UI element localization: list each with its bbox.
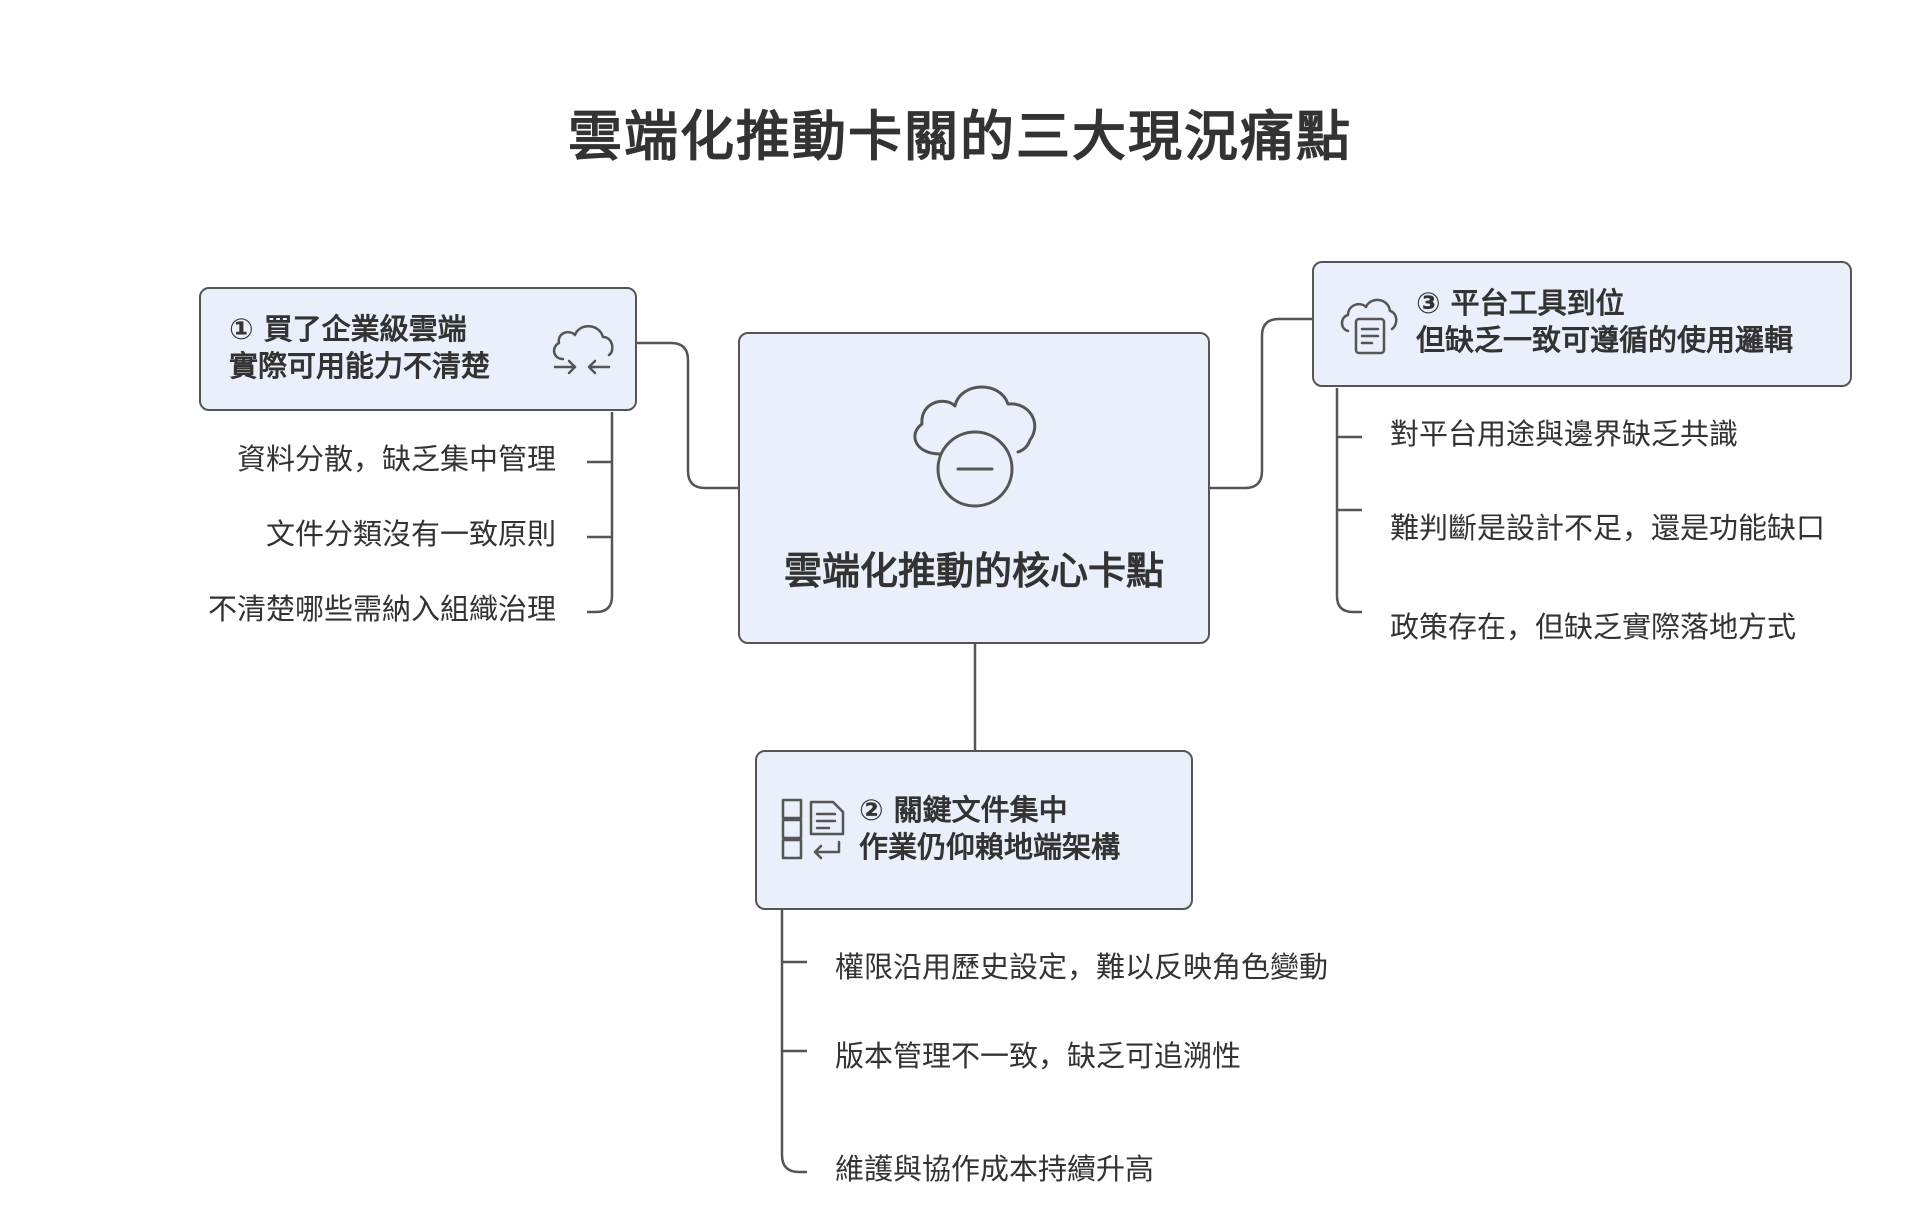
- bracket-point1: [587, 412, 614, 614]
- bracket-point3: [1335, 388, 1362, 614]
- pain-point-3-line1: ③ 平台工具到位: [1416, 286, 1625, 320]
- pain-point-1-node: ① 買了企業級雲端 實際可用能力不清楚: [199, 287, 637, 411]
- cloud-sync-icon: [552, 325, 614, 375]
- diagram-title: 雲端化推動卡關的三大現況痛點: [568, 105, 1352, 168]
- pain-point-1-label: ① 買了企業級雲端 實際可用能力不清楚: [229, 311, 490, 385]
- pain-point-3-label: ③ 平台工具到位 但缺乏一致可遵循的使用邏輯: [1416, 285, 1793, 359]
- pain-point-3-line2: 但缺乏一致可遵循的使用邏輯: [1416, 323, 1794, 357]
- pain-point-3-node: ③ 平台工具到位 但缺乏一致可遵循的使用邏輯: [1312, 261, 1852, 387]
- bracket-point2: [780, 910, 807, 1174]
- pain-point-3-detail-2: 難判斷是設計不足，還是功能缺口: [1390, 511, 1826, 545]
- pain-point-2-label: ② 關鍵文件集中 作業仍仰賴地端架構: [859, 792, 1120, 866]
- pain-point-2-node: ② 關鍵文件集中 作業仍仰賴地端架構: [755, 750, 1193, 910]
- document-layout-icon: [781, 798, 845, 860]
- cloud-minus-icon: [913, 385, 1037, 508]
- connector-center-to-point1: [637, 341, 738, 490]
- cloud-document-icon: [1340, 298, 1398, 355]
- center-node: 雲端化推動的核心卡點: [738, 332, 1210, 644]
- pain-point-2-detail-2: 版本管理不一致，缺乏可追溯性: [835, 1039, 1242, 1073]
- pain-point-1-detail-1: 資料分散，缺乏集中管理: [236, 442, 556, 476]
- pain-point-2-detail-1: 權限沿用歷史設定，難以反映角色變動: [835, 950, 1329, 984]
- pain-point-1-line2: 實際可用能力不清楚: [229, 349, 491, 383]
- pain-point-3-detail-3: 政策存在，但缺乏實際落地方式: [1390, 610, 1797, 644]
- connector-center-to-point3: [1210, 317, 1312, 490]
- pain-point-1-detail-3: 不清楚哪些需納入組織治理: [207, 592, 556, 626]
- pain-point-2-line1: ② 關鍵文件集中: [859, 793, 1068, 827]
- pain-point-3-detail-1: 對平台用途與邊界缺乏共識: [1390, 417, 1739, 451]
- pain-point-1-line1: ① 買了企業級雲端: [229, 312, 467, 346]
- pain-point-1-detail-2: 文件分類沒有一致原則: [265, 517, 556, 551]
- center-label: 雲端化推動的核心卡點: [783, 549, 1164, 593]
- pain-point-2-detail-3: 維護與協作成本持續升高: [835, 1152, 1155, 1186]
- pain-point-2-line2: 作業仍仰賴地端架構: [859, 830, 1121, 864]
